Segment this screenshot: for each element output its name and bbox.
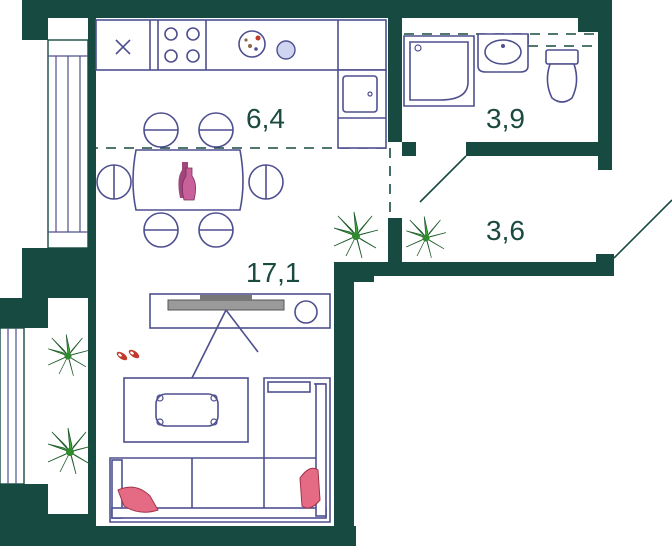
walls (0, 0, 614, 546)
coffee-table (123, 377, 249, 443)
chair (143, 112, 179, 148)
tv-unit (149, 293, 331, 379)
plant-icon (333, 211, 379, 259)
cooktop (164, 27, 200, 63)
pillow-icon (299, 467, 321, 509)
plate-icon (238, 30, 266, 58)
sink-icon (342, 75, 378, 113)
cup-icon (276, 40, 296, 60)
plant-icon (406, 216, 446, 258)
dining-set (96, 112, 284, 248)
pillow-icon (117, 486, 159, 513)
chair (96, 164, 132, 200)
close-icon (115, 39, 131, 55)
sofa (109, 377, 331, 523)
window-bottom-left (0, 327, 25, 485)
area-label-living: 17,1 (246, 257, 301, 288)
kitchen-counter (95, 19, 387, 149)
window-top-left (47, 39, 89, 249)
chair (198, 212, 234, 248)
entrance-door (613, 199, 672, 259)
vase-icon (178, 162, 196, 201)
area-label-hallway: 3,6 (486, 215, 525, 246)
tv (167, 299, 285, 311)
toilet-icon (545, 49, 579, 103)
chair (198, 112, 234, 148)
bathroom-door (419, 155, 467, 203)
washbasin-icon (477, 33, 529, 73)
plant-icon (48, 334, 88, 376)
plant-icon (47, 427, 93, 475)
chair (143, 212, 179, 248)
chair (248, 164, 284, 200)
area-label-kitchen: 6,4 (246, 103, 285, 134)
slippers-icon (116, 349, 140, 361)
shower-icon (403, 35, 475, 107)
area-label-bathroom: 3,9 (486, 103, 525, 134)
